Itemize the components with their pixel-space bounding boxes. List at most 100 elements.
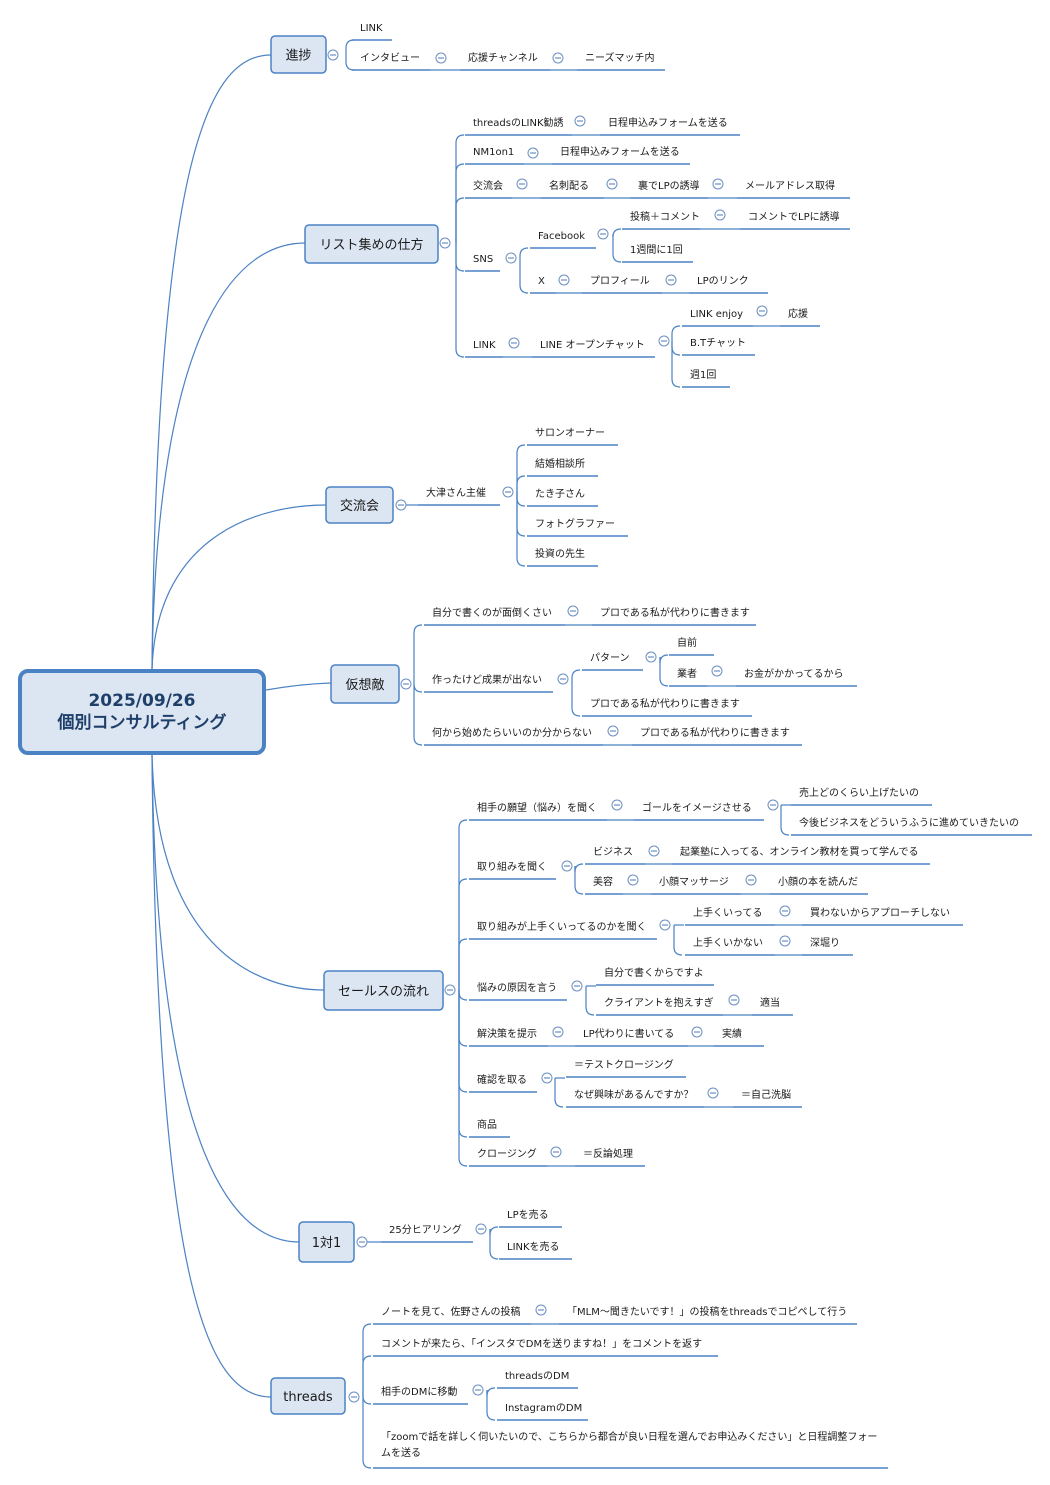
main-topic-koryukai[interactable] — [325, 486, 394, 524]
subtopic-s_ganbo[interactable]: 相手の願望（悩み）を聞く — [477, 801, 597, 814]
connector — [659, 657, 669, 687]
central-topic-title: 個別コンサルティング — [57, 713, 227, 733]
subtopic-k_otsu[interactable]: 大津さん主催 — [426, 486, 486, 499]
subtopic-o_link[interactable]: LINKを売る — [507, 1240, 560, 1253]
subtopic-t_note[interactable]: ノートを見て、佐野さんの投稿 — [381, 1305, 521, 1318]
main-topic-label: 交流会 — [340, 498, 379, 514]
connector — [362, 1355, 372, 1397]
subtopic-s_kogaohon[interactable]: 小顔の本を読んだ — [778, 875, 858, 888]
subtopic-t_instadm[interactable]: InstagramのDM — [505, 1403, 582, 1414]
subtopic-s_jibun[interactable]: 自分で書くからですよ — [604, 966, 704, 979]
main-topic-threads[interactable] — [270, 1377, 346, 1415]
subtopic-s_uriage[interactable]: 売上どのくらい上げたいの — [799, 786, 919, 799]
subtopic-l_link[interactable]: LINK — [473, 340, 496, 351]
subtopic-v_pro2[interactable]: プロである私が代わりに書きます — [590, 697, 740, 710]
subtopic-v_jibun[interactable]: 自分で書くのが面倒くさい — [432, 606, 552, 619]
subtopic-s_fukabori[interactable]: 深堀り — [810, 937, 840, 949]
subtopic-k_toshi[interactable]: 投資の先生 — [535, 547, 585, 560]
subtopic-s_tekito[interactable]: 適当 — [760, 996, 780, 1009]
subtopic-l_ouen[interactable]: 応援 — [788, 307, 808, 320]
subtopic-s_shohin[interactable]: 商品 — [477, 1118, 497, 1131]
subtopic-t_dm[interactable]: 相手のDMに移動 — [381, 1385, 457, 1398]
main-topic-oneonone[interactable] — [298, 1221, 355, 1263]
connector — [458, 990, 468, 1167]
subtopic-o_25[interactable]: 25分ヒアリング — [389, 1223, 462, 1236]
subtopic-s_test[interactable]: ＝テストクロージング — [574, 1058, 674, 1071]
subtopic-l_lplink[interactable]: LPのリンク — [697, 275, 749, 287]
subtopic-s_naze[interactable]: なぜ興味があるんですか？ — [574, 1088, 694, 1101]
subtopic-v_tsukutta[interactable]: 作ったけど成果が出ない — [432, 673, 542, 686]
subtopic-l_threadslink[interactable]: threadsのLINK勧誘 — [473, 116, 564, 129]
connector — [458, 990, 468, 1093]
subtopic-s_kawanai[interactable]: 買わないからアプローチしない — [810, 907, 950, 919]
subtopic-l_koryu[interactable]: 交流会 — [473, 179, 503, 192]
subtopic-s_lpkawari[interactable]: LP代わりに書いてる — [583, 1027, 674, 1040]
subtopic-l_toko[interactable]: 投稿＋コメント — [630, 210, 700, 223]
subtopic-s_kaiketsu[interactable]: 解決策を提示 — [477, 1027, 537, 1040]
subtopic-k_takiko[interactable]: たき子さん — [535, 488, 585, 500]
subtopic-s_nayami[interactable]: 悩みの原因を言う — [477, 981, 557, 994]
subtopic-s_umaku[interactable]: 取り組みが上手くいってるのかを聞く — [477, 920, 647, 933]
subtopic-l_bt[interactable]: B.Tチャット — [690, 337, 746, 349]
subtopic-s_jisseki[interactable]: 実績 — [722, 1027, 742, 1040]
subtopic-v_pro3[interactable]: プロである私が代わりに書きます — [640, 726, 790, 739]
subtopic-s_goal[interactable]: ゴールをイメージさせる — [642, 801, 752, 814]
subtopic-v_pattern[interactable]: パターン — [590, 652, 630, 664]
subtopic-l_comment[interactable]: コメントでLPに誘導 — [748, 210, 840, 223]
subtopic-s_hanron[interactable]: ＝反論処理 — [583, 1147, 633, 1160]
subtopic-p_ouen[interactable]: 応援チャンネル — [468, 51, 538, 64]
subtopic-p_needs[interactable]: ニーズマッチ内 — [585, 51, 655, 64]
subtopic-s_kogao[interactable]: 小顔マッサージ — [659, 875, 729, 888]
subtopic-l_ura[interactable]: 裏でLPの誘導 — [638, 179, 700, 192]
subtopic-v_okane[interactable]: お金がかかってるから — [744, 667, 844, 680]
main-topic-shinchoku[interactable] — [270, 35, 327, 74]
subtopic-k_photo[interactable]: フォトグラファー — [535, 517, 615, 530]
subtopic-s_client[interactable]: クライアントを抱えすぎ — [604, 996, 714, 1009]
subtopic-l_mail[interactable]: メールアドレス取得 — [745, 180, 835, 192]
subtopic-k_salon[interactable]: サロンオーナー — [535, 427, 605, 439]
subtopic-v_jimae[interactable]: 自前 — [677, 636, 697, 649]
root-connector — [151, 754, 325, 991]
subtopic-l_profile[interactable]: プロフィール — [590, 275, 650, 287]
main-topic-kaso[interactable] — [330, 664, 400, 704]
subtopic-s_kakunin[interactable]: 確認を取る — [477, 1073, 527, 1086]
subtopic-l_x[interactable]: X — [538, 276, 545, 287]
subtopic-s_jiko[interactable]: ＝自己洗脳 — [741, 1088, 791, 1101]
central-topic-date: 2025/09/26 — [88, 691, 196, 711]
main-topic-sales[interactable] — [323, 970, 444, 1011]
subtopic-s_umakuitte[interactable]: 上手くいってる — [693, 906, 763, 919]
subtopic-p_link[interactable]: LINK — [360, 23, 383, 34]
subtopic-o_lp[interactable]: LPを売る — [507, 1208, 549, 1221]
subtopic-l_meishi[interactable]: 名刺配る — [549, 179, 589, 192]
subtopic-v_pro1[interactable]: プロである私が代わりに書きます — [600, 606, 750, 619]
subtopic-l_fb[interactable]: Facebook — [538, 231, 585, 242]
subtopic-l_enjoy[interactable]: LINK enjoy — [690, 309, 743, 320]
subtopic-l_nittei2[interactable]: 日程申込みフォームを送る — [560, 145, 680, 158]
subtopic-t_zoom2[interactable]: ムを送る — [381, 1446, 421, 1459]
main-topic-list[interactable] — [304, 224, 439, 264]
subtopic-s_kongo[interactable]: 今後ビジネスをどういうふうに進めていきたいの — [799, 816, 1019, 829]
subtopic-l_lineopen[interactable]: LINE オープンチャット — [540, 339, 645, 351]
subtopic-l_nittei1[interactable]: 日程申込みフォームを送る — [608, 116, 728, 129]
subtopic-v_nanikara[interactable]: 何から始めたらいいのか分からない — [432, 726, 592, 739]
subtopic-p_interview[interactable]: インタビュー — [360, 52, 420, 64]
subtopic-l_sns[interactable]: SNS — [473, 254, 493, 265]
subtopic-s_umakuikanai[interactable]: 上手くいかない — [693, 936, 763, 949]
subtopic-t_mlm[interactable]: 「MLM〜聞きたいです！」の投稿をthreadsでコピペして行う — [567, 1305, 847, 1318]
subtopic-k_kekkon[interactable]: 結婚相談所 — [535, 457, 585, 470]
subtopic-l_shu1[interactable]: 週1回 — [690, 369, 716, 381]
central-topic[interactable]: 2025/09/26 個別コンサルティング — [18, 669, 266, 755]
subtopic-s_kigyo[interactable]: 起業塾に入ってる、オンライン教材を買って学んでる — [680, 845, 919, 858]
connector — [458, 878, 468, 990]
subtopic-s_closing[interactable]: クロージング — [477, 1147, 537, 1160]
main-topic-label: セールスの流れ — [338, 985, 429, 1000]
subtopic-l_nm[interactable]: NM1on1 — [473, 147, 514, 158]
subtopic-t_threadsdm[interactable]: threadsのDM — [505, 1371, 569, 1382]
subtopic-s_torikumi[interactable]: 取り組みを聞く — [477, 860, 547, 873]
subtopic-s_business[interactable]: ビジネス — [593, 846, 633, 858]
subtopic-l_shukan[interactable]: 1週間に1回 — [630, 244, 683, 256]
subtopic-s_biyo[interactable]: 美容 — [593, 875, 613, 888]
subtopic-t_comment[interactable]: コメントが来たら、「インスタでDMを送りますね！」をコメントを返す — [381, 1337, 702, 1350]
subtopic-v_gyosha[interactable]: 業者 — [677, 667, 697, 680]
subtopic-t_zoom1[interactable]: 「zoomで話を詳しく伺いたいので、こちらから都合が良い日程を選んでお申込みくだ… — [381, 1430, 877, 1443]
